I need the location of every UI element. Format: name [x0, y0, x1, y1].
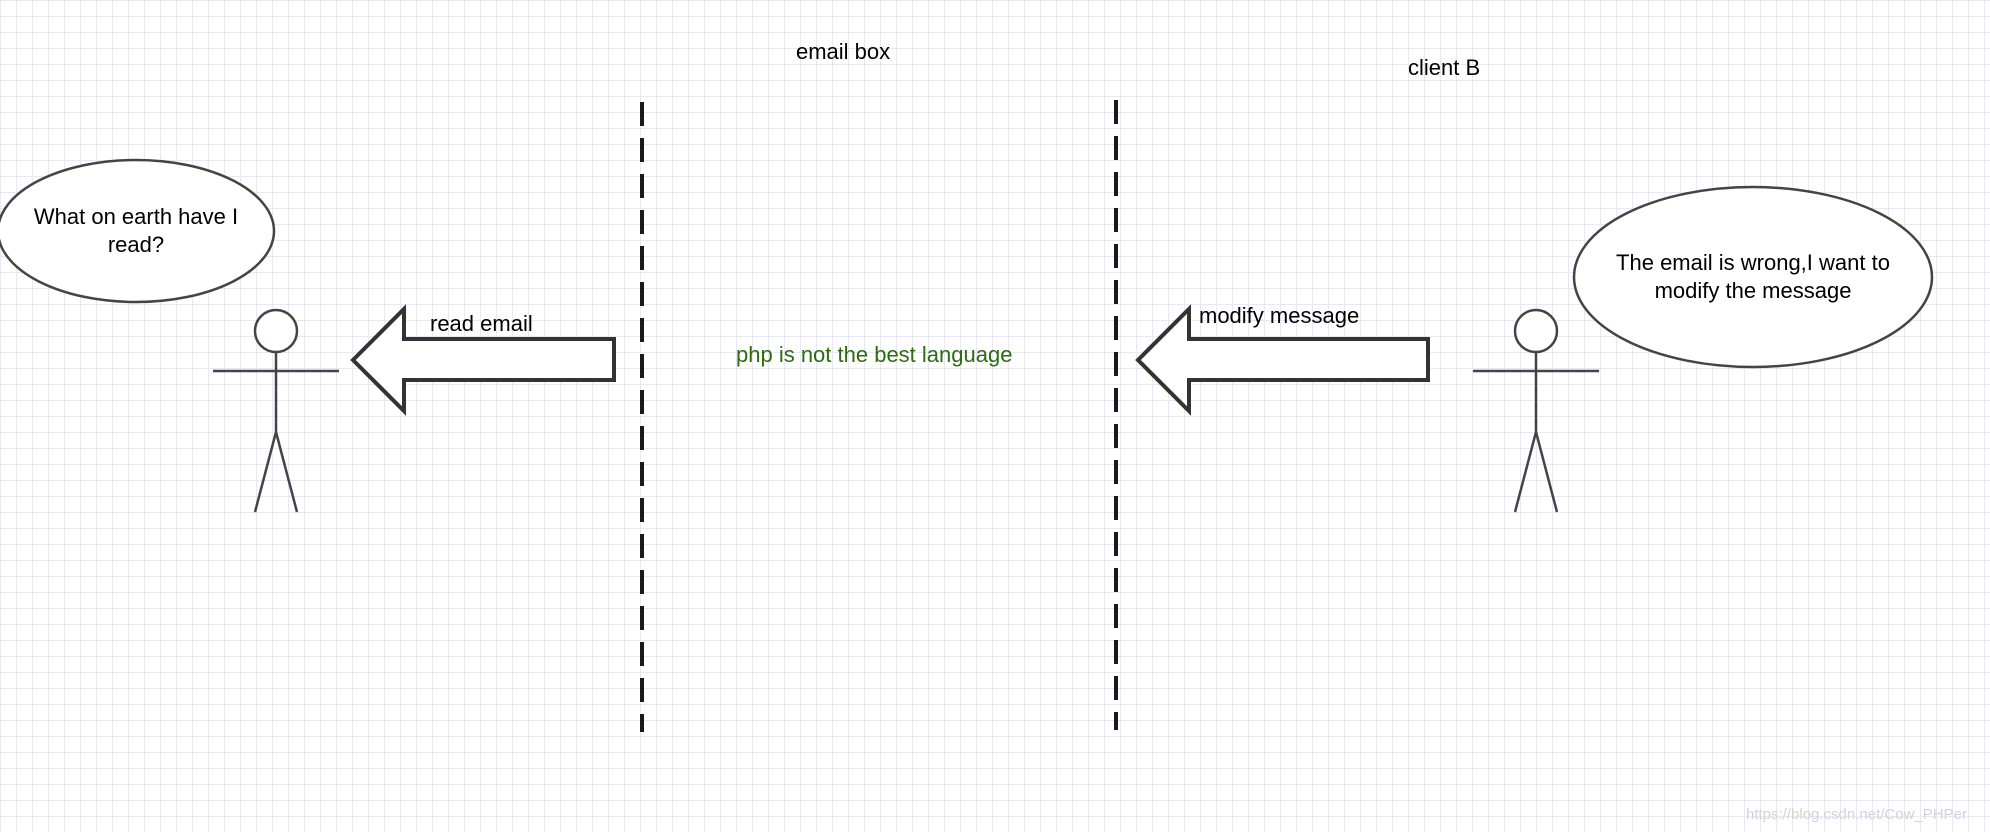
thought-bubble-left [0, 158, 276, 304]
stick-figure-right [1473, 308, 1599, 513]
label-modify-message: modify message [1199, 303, 1360, 328]
arrow-modify-message [1135, 304, 1430, 416]
label-email-box: email box [796, 39, 891, 64]
stick-figure-left-head [253, 308, 299, 354]
bubble-text-left: What on earth have I read? [33, 204, 239, 257]
stick-figure-left [213, 308, 339, 513]
watermark: https://blog.csdn.net/Cow_PHPer [1746, 806, 1967, 823]
label-center-note: php is not the best language [736, 342, 1013, 367]
thought-bubble-right [1572, 185, 1934, 369]
stick-figure-left-leg-r [274, 431, 299, 513]
stick-figure-right-leg-l [1513, 431, 1538, 513]
label-read-email: read email [430, 311, 533, 336]
stick-figure-left-leg-l [253, 431, 278, 513]
stick-figure-right-head [1513, 308, 1559, 354]
arrow-read-email [350, 304, 616, 416]
stick-figure-right-leg-r [1534, 431, 1559, 513]
bubble-text-right: The email is wrong,I want to modify the … [1616, 250, 1890, 303]
label-client-b: client B [1408, 55, 1481, 80]
